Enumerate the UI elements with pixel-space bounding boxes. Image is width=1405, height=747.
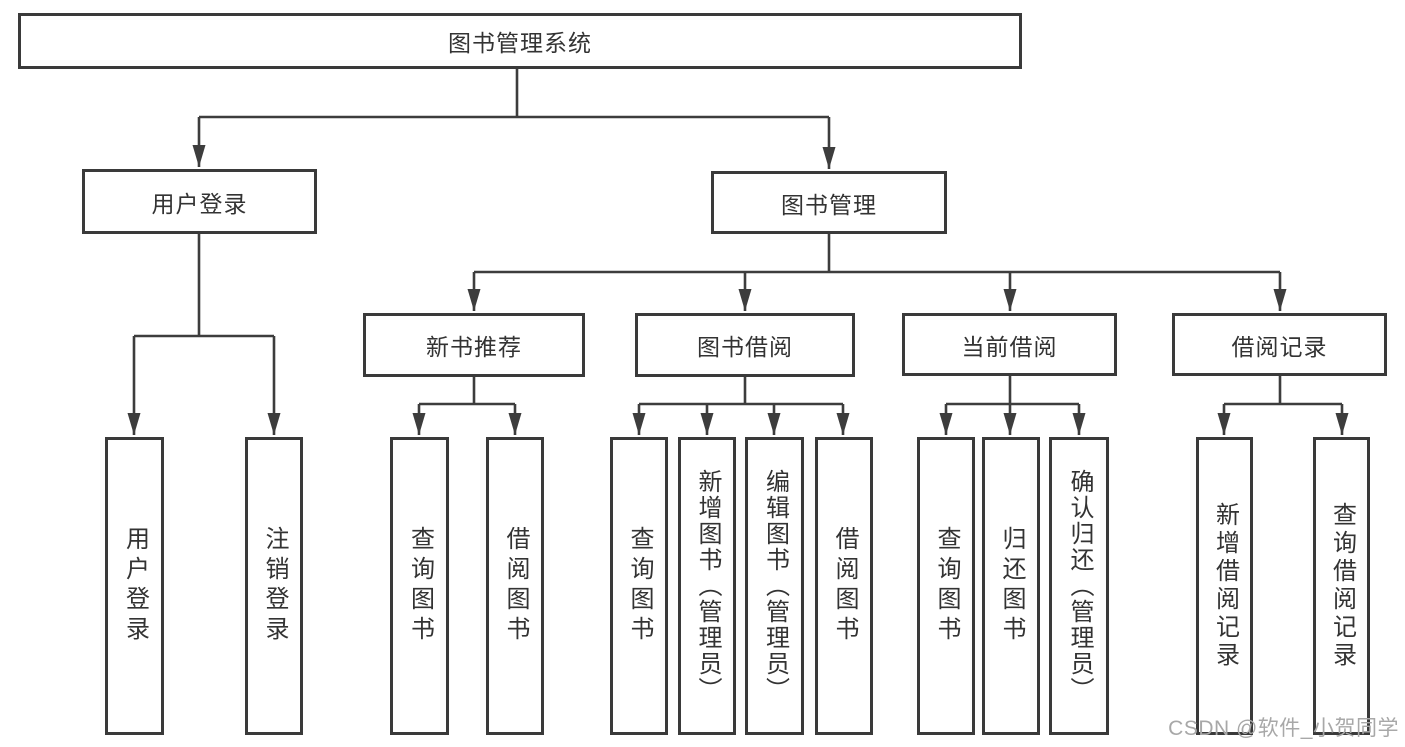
leaf-query-books-2: 查询图书 xyxy=(610,437,668,735)
leaf-query-books-2-label: 查询图书 xyxy=(626,526,653,646)
node-root: 图书管理系统 xyxy=(18,13,1022,69)
leaf-user-login-label: 用户登录 xyxy=(121,526,149,646)
leaf-return-books: 归还图书 xyxy=(982,437,1040,735)
leaf-user-login: 用户登录 xyxy=(105,437,164,735)
leaf-query-books-3-label: 查询图书 xyxy=(933,526,960,646)
node-book-management-label: 图书管理 xyxy=(781,191,877,218)
csdn-watermark: CSDN @软件_小贺同学 xyxy=(1168,717,1399,740)
leaf-add-borrow-record-label: 新增借阅记录 xyxy=(1211,502,1239,670)
leaf-edit-books-admin: 编辑图书（管理员） xyxy=(745,437,804,735)
leaf-borrow-books-1-label: 借阅图书 xyxy=(502,526,529,646)
leaf-query-borrow-record-label: 查询借阅记录 xyxy=(1328,502,1356,670)
node-user-login-label: 用户登录 xyxy=(151,190,248,217)
node-user-login: 用户登录 xyxy=(82,169,317,234)
leaf-logout: 注销登录 xyxy=(245,437,303,735)
node-borrow-records-label: 借阅记录 xyxy=(1231,333,1328,360)
leaf-query-books-1: 查询图书 xyxy=(390,437,449,735)
leaf-query-borrow-record: 查询借阅记录 xyxy=(1313,437,1370,735)
leaf-add-borrow-record: 新增借阅记录 xyxy=(1196,437,1253,735)
node-current-borrow-label: 当前借阅 xyxy=(961,333,1058,360)
leaf-add-books-admin: 新增图书（管理员） xyxy=(678,437,736,735)
leaf-query-books-1-label: 查询图书 xyxy=(406,526,434,646)
node-book-borrow: 图书借阅 xyxy=(635,313,855,377)
leaf-confirm-return-admin-label: 确认归还（管理员） xyxy=(1066,469,1093,703)
leaf-query-books-3: 查询图书 xyxy=(917,437,975,735)
leaf-return-books-label: 归还图书 xyxy=(998,526,1025,646)
node-borrow-records: 借阅记录 xyxy=(1172,313,1387,376)
node-new-book-recommend: 新书推荐 xyxy=(363,313,585,377)
node-new-book-recommend-label: 新书推荐 xyxy=(426,334,522,360)
leaf-add-books-admin-label: 新增图书（管理员） xyxy=(694,469,721,703)
node-current-borrow: 当前借阅 xyxy=(902,313,1117,376)
node-book-borrow-label: 图书借阅 xyxy=(697,334,793,360)
node-book-management: 图书管理 xyxy=(711,171,947,234)
leaf-logout-label: 注销登录 xyxy=(261,526,288,646)
node-root-label: 图书管理系统 xyxy=(448,30,592,56)
leaf-edit-books-admin-label: 编辑图书（管理员） xyxy=(761,469,789,703)
leaf-borrow-books-2: 借阅图书 xyxy=(815,437,873,735)
leaf-borrow-books-2-label: 借阅图书 xyxy=(831,526,858,646)
leaf-borrow-books-1: 借阅图书 xyxy=(486,437,544,735)
leaf-confirm-return-admin: 确认归还（管理员） xyxy=(1049,437,1109,735)
